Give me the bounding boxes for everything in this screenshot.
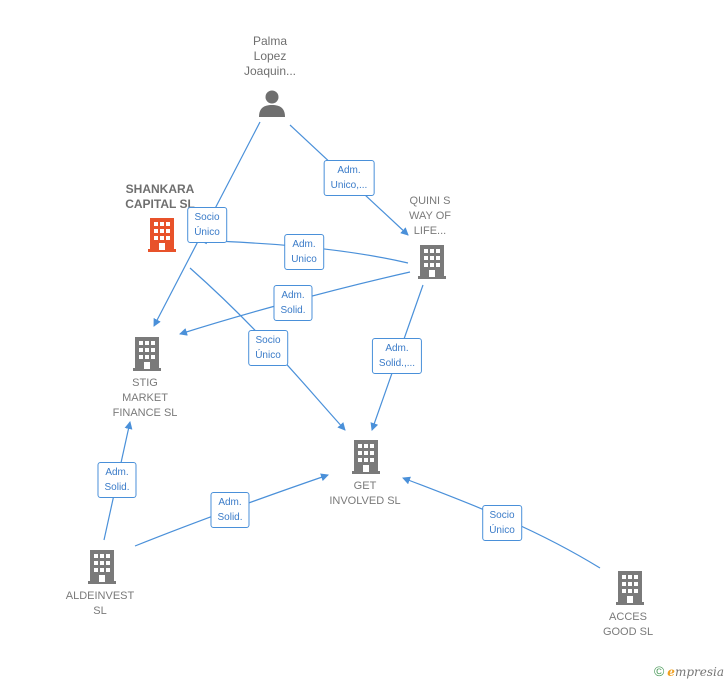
- node-label-stig[interactable]: STIG MARKET FINANCE SL: [112, 377, 178, 419]
- edge-label-aldeinvest-stig: Adm. Solid.: [97, 462, 137, 498]
- edge-label-palma-stig: Socio Único: [187, 207, 227, 243]
- empresia-logo: ©empresia: [653, 663, 724, 679]
- edge-label-quini-get: Adm. Solid.,...: [371, 338, 423, 374]
- node-label-palma[interactable]: Palma Lopez Joaquin...: [243, 34, 297, 78]
- edge-label-shankara-get: Socio Único: [248, 330, 288, 366]
- person-icon: [259, 90, 285, 117]
- building-icon-shankara: [148, 218, 176, 252]
- copyright-icon: ©: [653, 663, 665, 679]
- node-label-shankara[interactable]: SHANKARA CAPITAL SL: [125, 182, 195, 211]
- building-icon-stig: [133, 337, 161, 371]
- building-icon-acces: [616, 571, 644, 605]
- edge-label-aldeinvest-get: Adm. Solid.: [210, 492, 250, 528]
- node-label-aldeinvest[interactable]: ALDEINVEST SL: [65, 590, 135, 617]
- edge-label-acces-get: Socio Único: [482, 505, 522, 541]
- node-label-acces[interactable]: ACCES GOOD SL: [602, 611, 654, 638]
- edge-label-quini-stig: Adm. Solid.: [273, 285, 313, 321]
- node-label-get[interactable]: GET INVOLVED SL: [329, 480, 401, 507]
- edge-label-quini-shankara: Adm. Unico: [284, 234, 324, 270]
- building-icon-get: [352, 440, 380, 474]
- building-icon-aldeinvest: [88, 550, 116, 584]
- edge-label-palma-quini: Adm. Unico,...: [323, 160, 375, 196]
- building-icon-quini: [418, 245, 446, 279]
- node-label-quini[interactable]: QUINI S WAY OF LIFE...: [409, 195, 451, 237]
